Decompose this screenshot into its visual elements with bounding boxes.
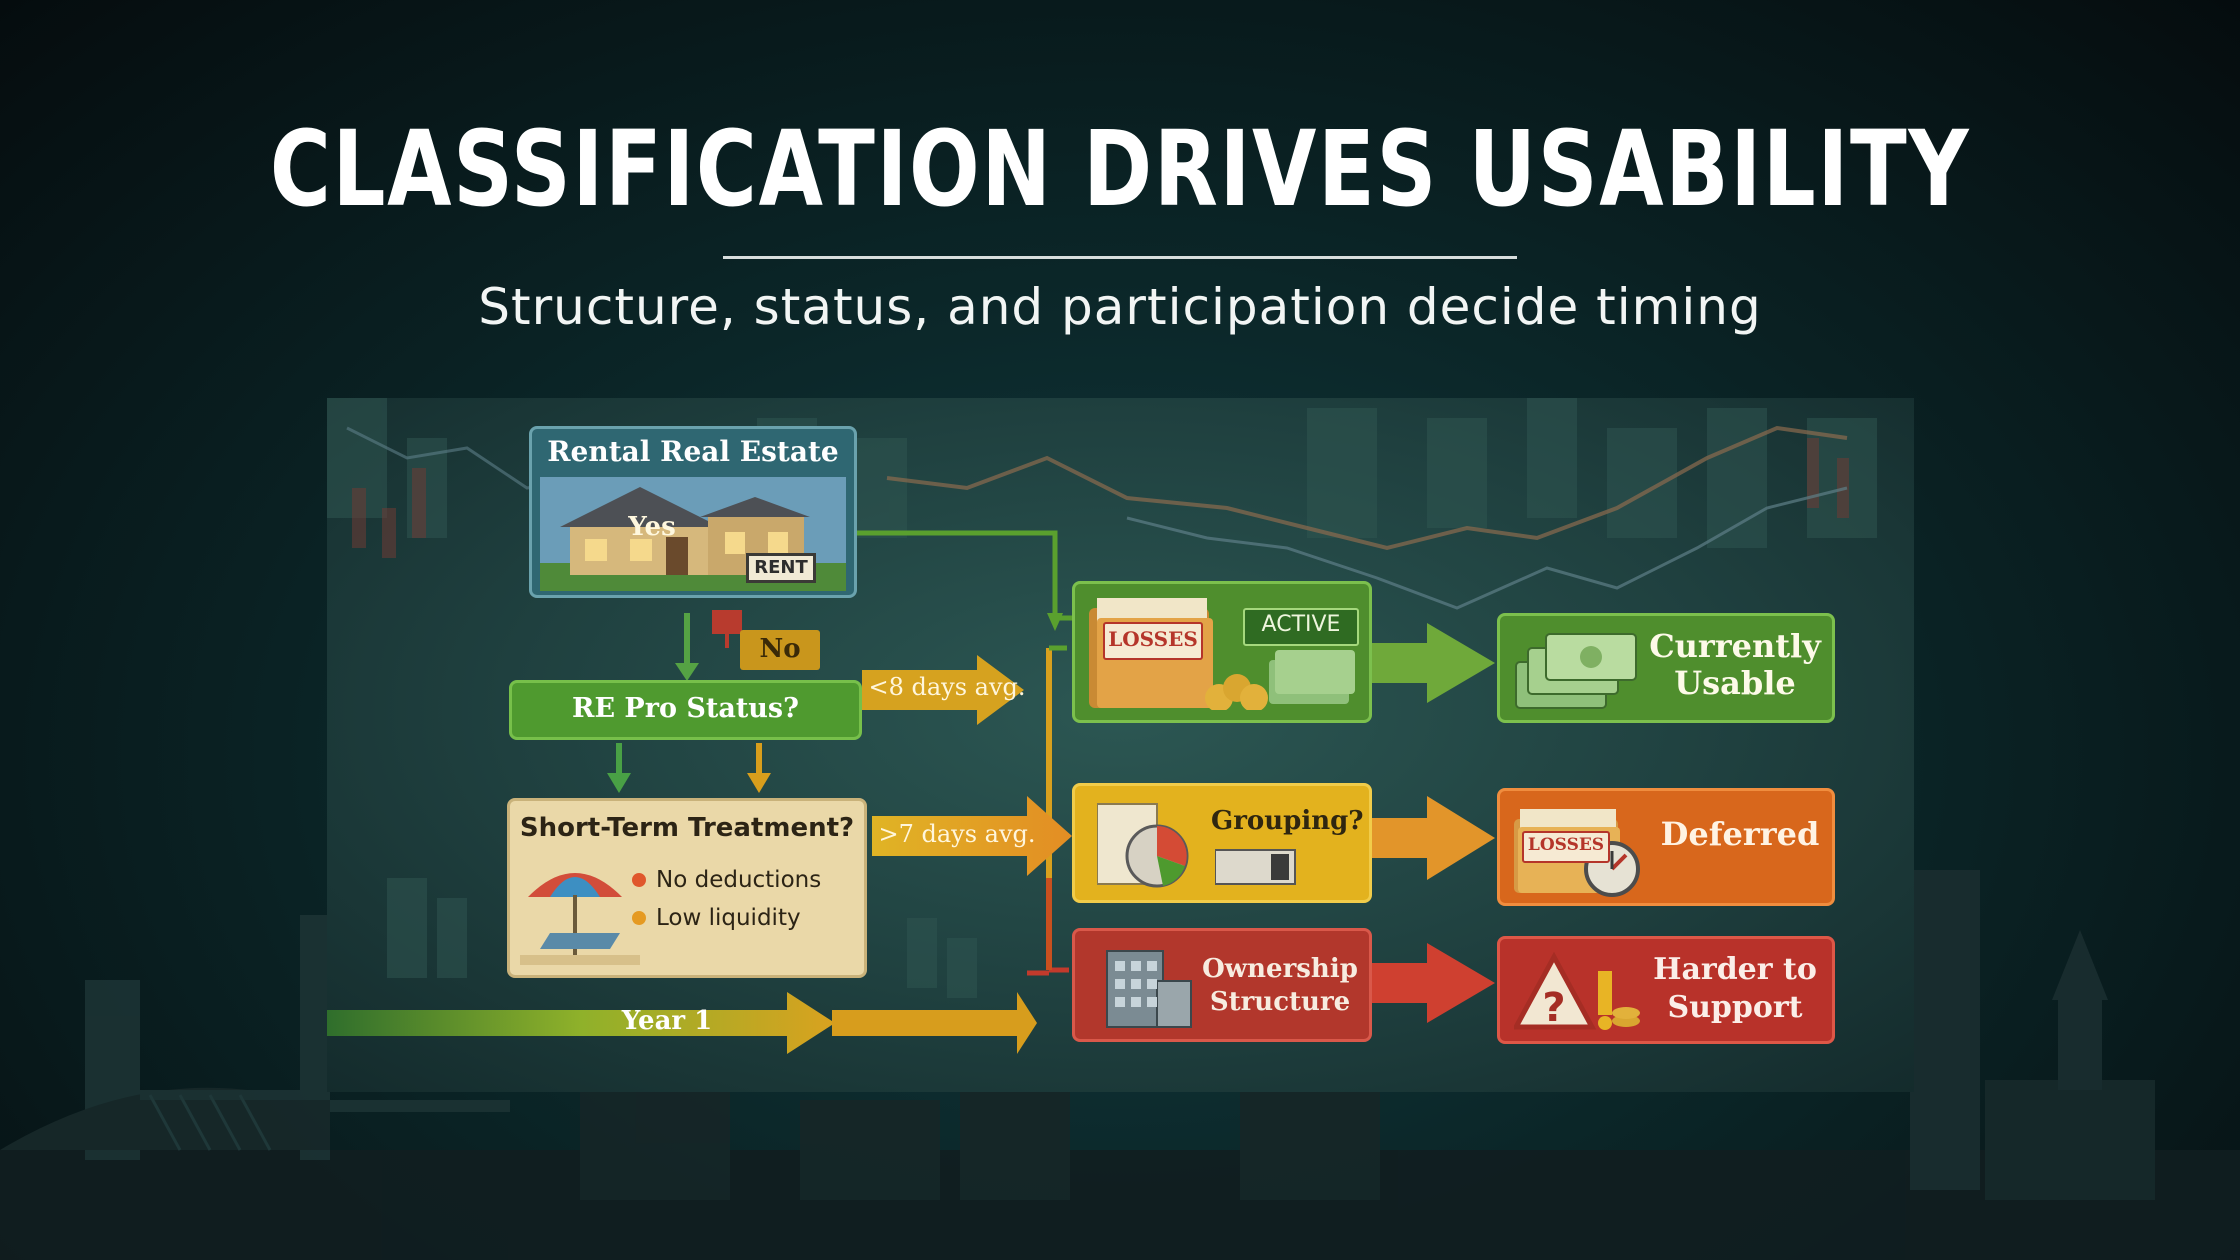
active-losses-box: LOSSES ACTIVE: [1072, 581, 1372, 723]
cash-stack-icon: [1515, 633, 1637, 709]
re-pro-label: RE Pro Status?: [572, 693, 799, 724]
diagram-panel: Rental Real Estate RENT Yes No RE Pro St…: [327, 398, 1914, 1092]
ownership-line: Structure: [1209, 987, 1351, 1017]
bullet-item: Low liquidity: [632, 899, 852, 937]
harder-to-support-box: ? Harder to Support: [1497, 936, 1835, 1044]
bullet-dot-icon: [632, 873, 646, 887]
rent-sign: RENT: [746, 553, 816, 583]
bullet-dot-icon: [632, 911, 646, 925]
bullet-item: No deductions: [632, 861, 852, 899]
gt7-days-label: >7 days avg.: [878, 820, 1036, 848]
re-pro-status-box: RE Pro Status?: [509, 680, 862, 740]
to-deferred-arrow: [1372, 796, 1495, 880]
short-term-title: Short-Term Treatment?: [519, 813, 855, 843]
short-term-bullets: No deductions Low liquidity: [632, 861, 852, 937]
bullet-text: No deductions: [656, 867, 822, 893]
to-usable-arrow: [1372, 623, 1495, 703]
lt8-days-label: <8 days avg.: [868, 673, 1026, 701]
deferred-losses-tag: LOSSES: [1522, 831, 1610, 863]
short-term-treatment-box: Short-Term Treatment? No deductions Low …: [507, 798, 867, 978]
rental-title: Rental Real Estate: [547, 435, 839, 468]
year1-label: Year 1: [621, 1006, 713, 1036]
house-illustration: RENT: [540, 477, 846, 591]
page-subtitle: Structure, status, and participation dec…: [478, 278, 1762, 336]
ticket-icon: [1215, 849, 1296, 885]
harder-line: Support: [1667, 990, 1803, 1025]
title-divider: [723, 256, 1517, 259]
ownership-line: Ownership: [1202, 954, 1358, 984]
beach-umbrella-icon: [520, 873, 640, 965]
active-badge: ACTIVE: [1243, 608, 1359, 646]
yes-label: Yes: [628, 512, 676, 542]
office-building-icon: [1106, 950, 1192, 1028]
no-label-badge: No: [740, 630, 820, 670]
harder-line: Harder to: [1653, 952, 1817, 987]
ownership-label: Ownership Structure: [1195, 953, 1365, 1019]
gt7-arrow: [872, 796, 1072, 876]
usable-line: Usable: [1674, 664, 1796, 702]
currently-usable-label: Currently Usable: [1640, 628, 1830, 702]
bullet-text: Low liquidity: [656, 905, 801, 931]
losses-tag: LOSSES: [1103, 622, 1203, 660]
deferred-label: Deferred: [1660, 815, 1820, 853]
lt8-arrow: [862, 655, 1024, 725]
header: CLASSIFICATION DRIVES USABILITY Structur…: [0, 0, 2240, 380]
currently-usable-box: Currently Usable: [1497, 613, 1835, 723]
deferred-box: LOSSES Deferred: [1497, 788, 1835, 906]
ownership-structure-box: Ownership Structure: [1072, 928, 1372, 1042]
rental-real-estate-box: Rental Real Estate RENT: [529, 426, 857, 598]
grouping-box: Grouping?: [1072, 783, 1372, 903]
usable-line: Currently: [1649, 627, 1821, 665]
year1-arrow: [327, 992, 1037, 1054]
harder-label: Harder to Support: [1640, 951, 1830, 1027]
no-label: No: [759, 634, 801, 664]
grouping-label: Grouping?: [1211, 806, 1364, 836]
svg-text:?: ?: [1542, 985, 1565, 1031]
warning-question-icon: ?: [1514, 951, 1640, 1031]
pie-chart-document-icon: [1097, 803, 1189, 888]
to-harder-arrow: [1372, 943, 1495, 1023]
page-title: CLASSIFICATION DRIVES USABILITY: [269, 108, 1971, 230]
